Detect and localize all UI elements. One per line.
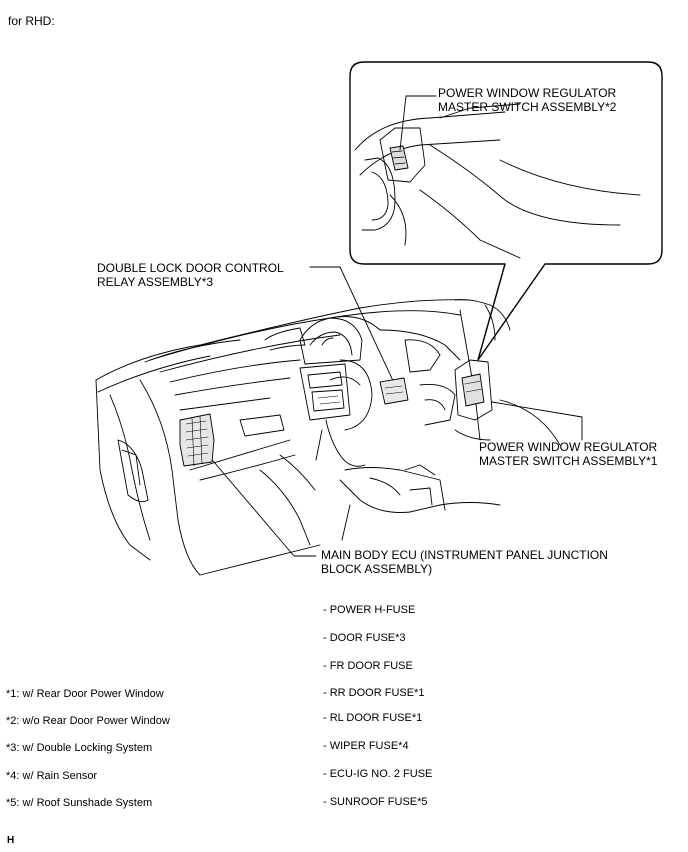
leader-main-body-ecu xyxy=(207,454,317,557)
leader-double-lock xyxy=(309,266,396,386)
fuse-item: - DOOR FUSE*3 xyxy=(323,632,406,644)
inset-door-detail xyxy=(354,103,641,259)
fuse-item: - ECU-IG NO. 2 FUSE xyxy=(323,768,433,780)
callout-pw-switch-1-line2: MASTER SWITCH ASSEMBLY*1 xyxy=(479,454,658,468)
dashboard-line-art xyxy=(95,299,561,576)
callout-main-body-ecu-line2: BLOCK ASSEMBLY) xyxy=(321,562,433,576)
footnote: *5: w/ Roof Sunshade System xyxy=(6,797,153,809)
footnote: *4: w/ Rain Sensor xyxy=(6,770,98,782)
variant-label: for RHD: xyxy=(8,14,55,28)
leader-pw-switch-1 xyxy=(491,401,583,441)
footnote: *3: w/ Double Locking System xyxy=(6,742,153,754)
callout-pw-switch-2-line1: POWER WINDOW REGULATOR xyxy=(438,86,617,100)
footnote: *2: w/o Rear Door Power Window xyxy=(6,715,170,727)
leader-lines xyxy=(207,95,583,557)
fuse-item: - FR DOOR FUSE xyxy=(323,660,413,672)
figure-code: H xyxy=(7,835,15,846)
callout-pw-switch-1-line1: POWER WINDOW REGULATOR xyxy=(479,440,658,454)
fuse-item: - RL DOOR FUSE*1 xyxy=(323,712,423,724)
fuse-item: - SUNROOF FUSE*5 xyxy=(323,796,428,808)
leader-pw-switch-2 xyxy=(399,95,437,151)
callout-pw-switch-2-line2: MASTER SWITCH ASSEMBLY*2 xyxy=(438,100,617,114)
callout-double-lock-line1: DOUBLE LOCK DOOR CONTROL xyxy=(97,261,284,275)
callout-double-lock-line2: RELAY ASSEMBLY*3 xyxy=(97,275,214,289)
fuse-item: - WIPER FUSE*4 xyxy=(323,740,409,752)
fuse-item: - RR DOOR FUSE*1 xyxy=(323,687,425,699)
callout-main-body-ecu-line1: MAIN BODY ECU (INSTRUMENT PANEL JUNCTION xyxy=(321,548,608,562)
footnote: *1: w/ Rear Door Power Window xyxy=(6,688,164,700)
detail-inset-frame xyxy=(349,61,663,361)
fuse-item: - POWER H-FUSE xyxy=(323,604,416,616)
